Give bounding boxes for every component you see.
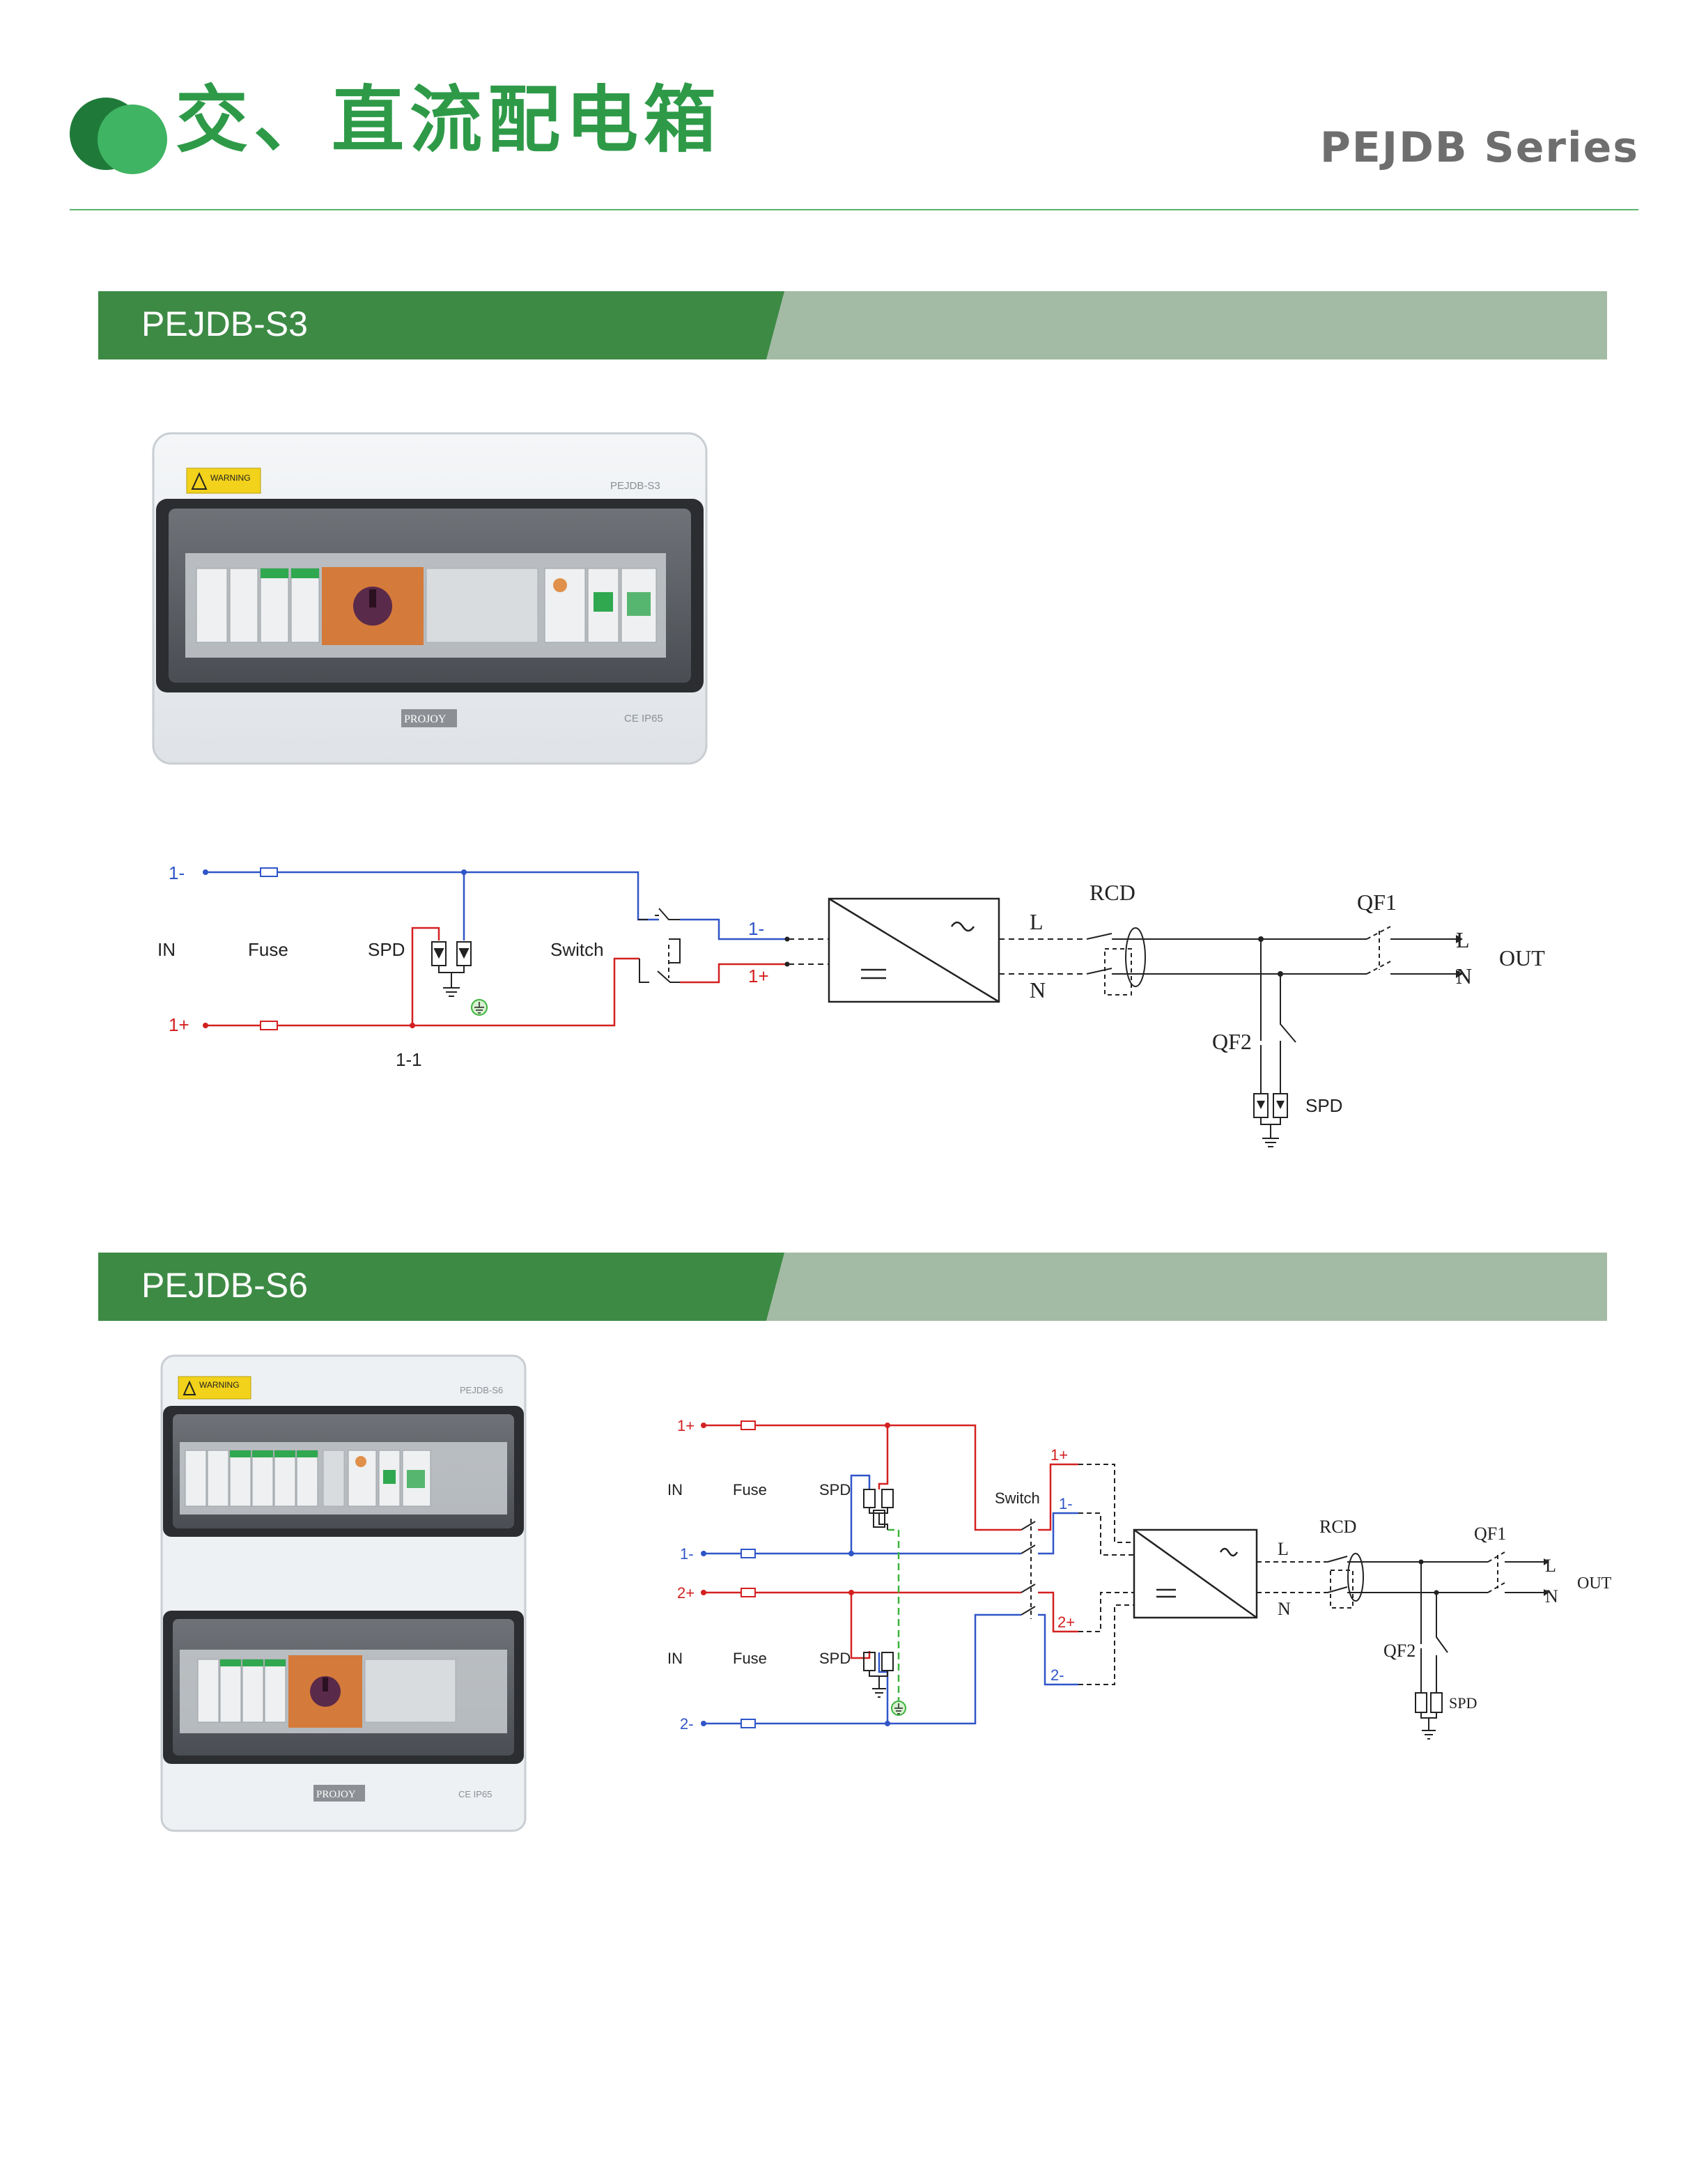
label-out1-neg: 1- (1059, 1495, 1073, 1512)
label-in-neg: 1- (169, 862, 185, 883)
rcd-coil (1125, 927, 1146, 987)
band-dark (98, 1253, 784, 1321)
label-spd: SPD (368, 939, 405, 960)
label-switch: Switch (550, 939, 604, 960)
label-rcd: RCD (1319, 1517, 1356, 1537)
inverter (1133, 1528, 1258, 1619)
label-qf1: QF1 (1474, 1524, 1506, 1544)
warning-label-s6: WARNING (199, 1380, 240, 1390)
label-out-l: L (1456, 927, 1470, 952)
label-fuse: Fuse (248, 939, 288, 960)
model-label-s3: PEJDB-S3 (610, 480, 660, 492)
wire-1pos (704, 1424, 1021, 1531)
dc-switch (638, 908, 681, 983)
label-out2-pos: 2+ (1057, 1613, 1075, 1631)
label-out1-pos: 1+ (1050, 1446, 1068, 1464)
series-label: PEJDB Series (1319, 123, 1639, 172)
fuse-pos (260, 1021, 278, 1030)
label-in-pos: 1+ (169, 1014, 189, 1035)
model-label-s6: PEJDB-S6 (460, 1385, 503, 1395)
wiring-diagram-s3: 1- 1+ IN Fuse SPD Switch 1- 1+ 1-1 SPD L… (157, 862, 1545, 1147)
label-note: 1-1 (396, 1049, 422, 1070)
spd-dc-a (863, 1489, 894, 1530)
brand-label-s6: PROJOY (316, 1789, 356, 1800)
spd-dc (431, 941, 472, 997)
label-out-l: L (1545, 1556, 1556, 1576)
label-out-pos: 1+ (748, 966, 769, 986)
label-switch: Switch (995, 1489, 1040, 1507)
label-fuse-b: Fuse (733, 1650, 767, 1667)
label-spd-b: SPD (819, 1650, 851, 1667)
spd-dc-b (863, 1652, 894, 1698)
label-l: L (1278, 1539, 1289, 1559)
label-spd-a: SPD (819, 1481, 851, 1498)
page-title: 交、直流配电箱 (176, 77, 722, 162)
section-title-s3: PEJDB-S3 (141, 304, 308, 343)
label-fuse-a: Fuse (733, 1481, 767, 1498)
dc-switch (1021, 1519, 1036, 1619)
logo-dot-light (98, 104, 167, 174)
warning-label-s3: WARNING (210, 473, 251, 483)
breaker-row (196, 567, 657, 645)
fuse-neg (260, 867, 278, 877)
band-dark (98, 291, 784, 359)
label-out-n: N (1545, 1586, 1558, 1606)
wire-pos-out (680, 963, 787, 984)
label-out2-neg: 2- (1050, 1666, 1064, 1684)
breaker-row-bottom (197, 1655, 456, 1728)
section-title-s6: PEJDB-S6 (141, 1266, 308, 1305)
label-qf2: QF2 (1212, 1029, 1252, 1054)
label-n: N (1278, 1599, 1291, 1619)
section-header-s3: PEJDB-S3 (98, 291, 1607, 359)
wire-ground (887, 1528, 900, 1703)
cert-label-s6: CE IP65 (458, 1789, 492, 1799)
wire-neg-out (680, 918, 787, 940)
wire-pos-spd (411, 927, 440, 1025)
label-2pos: 2+ (677, 1584, 695, 1602)
section-header-s6: PEJDB-S6 (98, 1253, 1607, 1321)
label-in-a: IN (667, 1481, 683, 1498)
label-spd-ac: SPD (1305, 1095, 1342, 1116)
label-qf1: QF1 (1357, 890, 1397, 915)
wire-neg (206, 871, 659, 921)
breaker-row-top (185, 1450, 431, 1507)
label-in: IN (157, 939, 176, 960)
product-photo-s6: WARNING PEJDB-S6 PROJOY CE IP65 (160, 1354, 527, 1832)
label-2neg: 2- (680, 1715, 694, 1733)
label-1pos: 1+ (677, 1417, 695, 1434)
cert-label-s3: CE IP65 (624, 713, 663, 725)
label-out: OUT (1577, 1574, 1612, 1593)
label-qf2: QF2 (1383, 1641, 1416, 1661)
label-in-b: IN (667, 1650, 683, 1667)
wire-pos (206, 957, 639, 1027)
label-l: L (1030, 909, 1044, 934)
header-divider (70, 209, 1638, 210)
wire-2neg (704, 1613, 1021, 1725)
inverter (828, 897, 1000, 1003)
wiring-diagram-s6: 1+ 1- 2+ 2- IN Fuse SPD IN Fuse SPD Swit… (667, 1417, 1612, 1740)
label-rcd: RCD (1089, 880, 1135, 905)
label-n: N (1030, 977, 1046, 1002)
label-out-n: N (1456, 963, 1472, 989)
label-1neg: 1- (680, 1545, 694, 1563)
label-spd-ac: SPD (1449, 1694, 1477, 1712)
label-out-neg: 1- (748, 918, 764, 939)
product-photo-s3: WARNING PEJDB-S3 PROJOY CE IP65 (152, 432, 708, 765)
label-out: OUT (1499, 945, 1545, 970)
brand-label-s3: PROJOY (404, 713, 447, 725)
